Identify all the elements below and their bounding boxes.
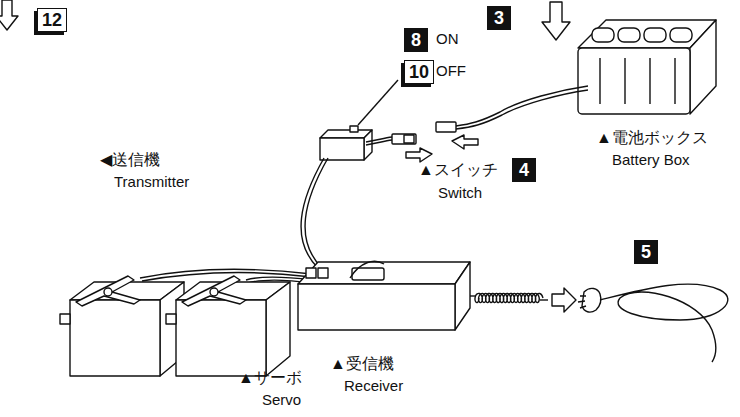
direction-arrow	[0, 0, 18, 30]
switch-wire	[301, 158, 324, 268]
servo	[210, 288, 218, 296]
antenna-loop	[600, 284, 728, 362]
battery-lead	[456, 90, 588, 129]
switch-wire	[305, 158, 328, 268]
switch-wire	[301, 158, 328, 268]
antenna-coil	[475, 293, 543, 302]
illustration	[0, 0, 728, 376]
battery-connector	[436, 122, 456, 132]
callout-number: 3	[487, 6, 511, 30]
switch	[320, 126, 372, 160]
part-label: ▲電池ボックス	[596, 128, 708, 148]
battery-connector	[436, 122, 456, 132]
switch-lead	[366, 140, 392, 145]
callout-number: 10	[404, 60, 434, 84]
servo	[166, 314, 176, 324]
part-label: Battery Box	[612, 151, 690, 169]
servo	[166, 276, 290, 376]
antenna-wire	[470, 295, 476, 296]
part-label: ▲受信機	[330, 354, 394, 374]
battery-box	[578, 48, 690, 114]
servo	[176, 300, 266, 376]
insert-arrow	[542, 2, 570, 40]
hand	[582, 288, 601, 312]
direction-arrow	[0, 0, 18, 30]
part-label: Transmitter	[114, 173, 189, 191]
insert-arrow	[542, 2, 570, 40]
servo	[182, 276, 246, 306]
switch-lead	[366, 137, 392, 145]
battery-lead	[456, 86, 588, 129]
part-label: ▲スイッチ	[418, 160, 498, 180]
switch-connector	[392, 134, 416, 144]
receiver	[298, 261, 470, 330]
antenna-coil	[475, 293, 543, 302]
switch-connector	[404, 135, 414, 143]
part-label: ◀送信機	[100, 150, 160, 170]
receiver	[455, 262, 470, 330]
state-label: ON	[436, 30, 459, 48]
pull-arrow	[552, 288, 576, 312]
servo	[70, 300, 160, 376]
leader-line	[358, 80, 398, 125]
antenna-loop	[600, 284, 728, 362]
antenna-wire	[470, 296, 548, 300]
battery-box	[592, 28, 614, 42]
connect-arrow	[452, 135, 478, 149]
receiver	[298, 284, 455, 330]
switch	[320, 138, 364, 160]
callout-number: 4	[512, 158, 536, 182]
part-label: ▲サーボ	[238, 368, 302, 388]
state-label: OFF	[436, 62, 466, 80]
battery-box	[690, 20, 716, 114]
battery-box	[618, 28, 640, 42]
receiver	[318, 268, 328, 278]
connect-arrow	[406, 135, 478, 162]
receiver	[306, 268, 316, 278]
servo	[60, 276, 184, 376]
battery-box	[578, 20, 716, 114]
battery-box	[624, 58, 625, 104]
connect-arrow	[406, 148, 432, 162]
receiver	[298, 262, 470, 284]
switch	[320, 130, 372, 138]
battery-box	[649, 58, 650, 104]
receiver	[350, 261, 384, 278]
antenna-wire	[540, 299, 548, 300]
hand	[578, 296, 586, 308]
switch-connector	[392, 134, 416, 144]
switch	[350, 126, 358, 132]
part-label: Receiver	[344, 377, 403, 395]
battery-box	[644, 28, 666, 42]
callout-number: 8	[404, 28, 428, 52]
pull-arrow	[552, 288, 576, 312]
leader-line	[358, 80, 398, 125]
hand	[578, 288, 601, 312]
callout-number: 12	[37, 8, 67, 32]
servo	[266, 282, 290, 376]
part-label: Switch	[438, 184, 482, 202]
servo	[104, 288, 112, 296]
battery-box	[674, 58, 675, 104]
battery-box	[670, 28, 692, 42]
servo	[76, 276, 140, 306]
callout-number: 5	[634, 240, 658, 264]
battery-box	[599, 58, 600, 104]
servo	[60, 314, 70, 324]
part-label: Servo	[262, 391, 301, 409]
